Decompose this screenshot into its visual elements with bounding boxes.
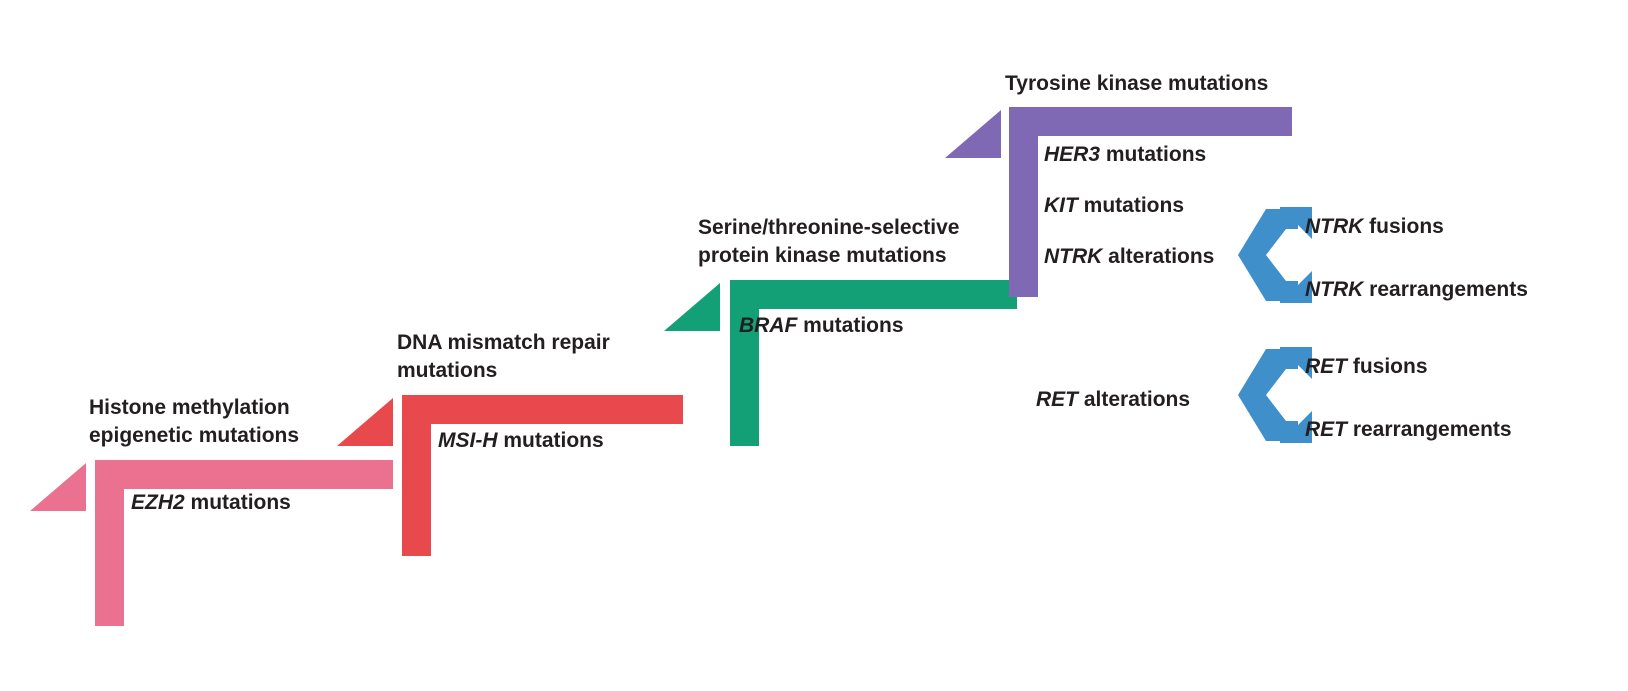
item-rest: mutations xyxy=(797,314,904,337)
item-rest: mutations xyxy=(1077,194,1184,217)
branch-chevron-icon-ntrk xyxy=(1238,207,1312,303)
branch-ret-target-1: RET rearrangements xyxy=(1305,418,1512,442)
step-serine-threonine-arrowhead-icon xyxy=(664,283,720,331)
gene-name: RET xyxy=(1305,355,1347,378)
step-tyrosine-kinase-horizontal-bar xyxy=(1009,107,1292,136)
gene-name: MSI-H xyxy=(438,429,498,452)
step-tyrosine-kinase-item-0: HER3 mutations xyxy=(1044,143,1206,167)
branch-ntrk-target-0: NTRK fusions xyxy=(1305,215,1444,239)
step-tyrosine-kinase-item-1: KIT mutations xyxy=(1044,194,1184,218)
target-rest: rearrangements xyxy=(1363,278,1528,301)
step-tyrosine-kinase-item-2: NTRK alterations xyxy=(1044,245,1214,269)
step-mmr-header: DNA mismatch repair mutations xyxy=(397,331,610,382)
item-rest: mutations xyxy=(497,429,604,452)
branch-ret-target-0: RET fusions xyxy=(1305,355,1428,379)
step-serine-threonine-item-0: BRAF mutations xyxy=(739,314,904,338)
gene-name: NTRK xyxy=(1044,245,1103,268)
gene-name: HER3 xyxy=(1044,143,1101,166)
step-serine-threonine-horizontal-bar xyxy=(730,280,1017,309)
step-tyrosine-kinase-vertical-bar xyxy=(1009,107,1038,297)
gene-name: RET xyxy=(1036,388,1078,411)
step-mmr-horizontal-bar xyxy=(402,395,683,424)
step-histone-arrowhead-icon xyxy=(30,463,86,511)
step-tyrosine-kinase-arrowhead-icon xyxy=(945,110,1001,158)
source-rest: alterations xyxy=(1078,388,1191,411)
branch-ntrk-target-1: NTRK rearrangements xyxy=(1305,278,1528,302)
target-rest: fusions xyxy=(1347,355,1428,378)
target-rest: fusions xyxy=(1363,215,1444,238)
step-tyrosine-kinase-header: Tyrosine kinase mutations xyxy=(1005,72,1269,95)
branch-ret-source: RET alterations xyxy=(1036,388,1190,412)
step-histone-horizontal-bar xyxy=(95,460,393,489)
gene-name: RET xyxy=(1305,418,1347,441)
gene-name: NTRK xyxy=(1305,215,1364,238)
step-mmr-item-0: MSI-H mutations xyxy=(438,429,604,453)
gene-name: NTRK xyxy=(1305,278,1364,301)
branch-chevron-icon-ret xyxy=(1238,347,1312,443)
gene-name: KIT xyxy=(1044,194,1078,217)
item-rest: mutations xyxy=(184,491,291,514)
item-rest: alterations xyxy=(1102,245,1215,268)
item-rest: mutations xyxy=(1100,143,1207,166)
target-rest: rearrangements xyxy=(1347,418,1512,441)
step-histone-header: Histone methylation epigenetic mutations xyxy=(89,396,300,447)
step-histone-item-0: EZH2 mutations xyxy=(131,491,291,515)
step-mmr-arrowhead-icon xyxy=(337,398,393,446)
gene-name: BRAF xyxy=(739,314,798,337)
step-serine-threonine-header: Serine/threonine-selective protein kinas… xyxy=(698,216,960,267)
gene-name: EZH2 xyxy=(131,491,185,514)
